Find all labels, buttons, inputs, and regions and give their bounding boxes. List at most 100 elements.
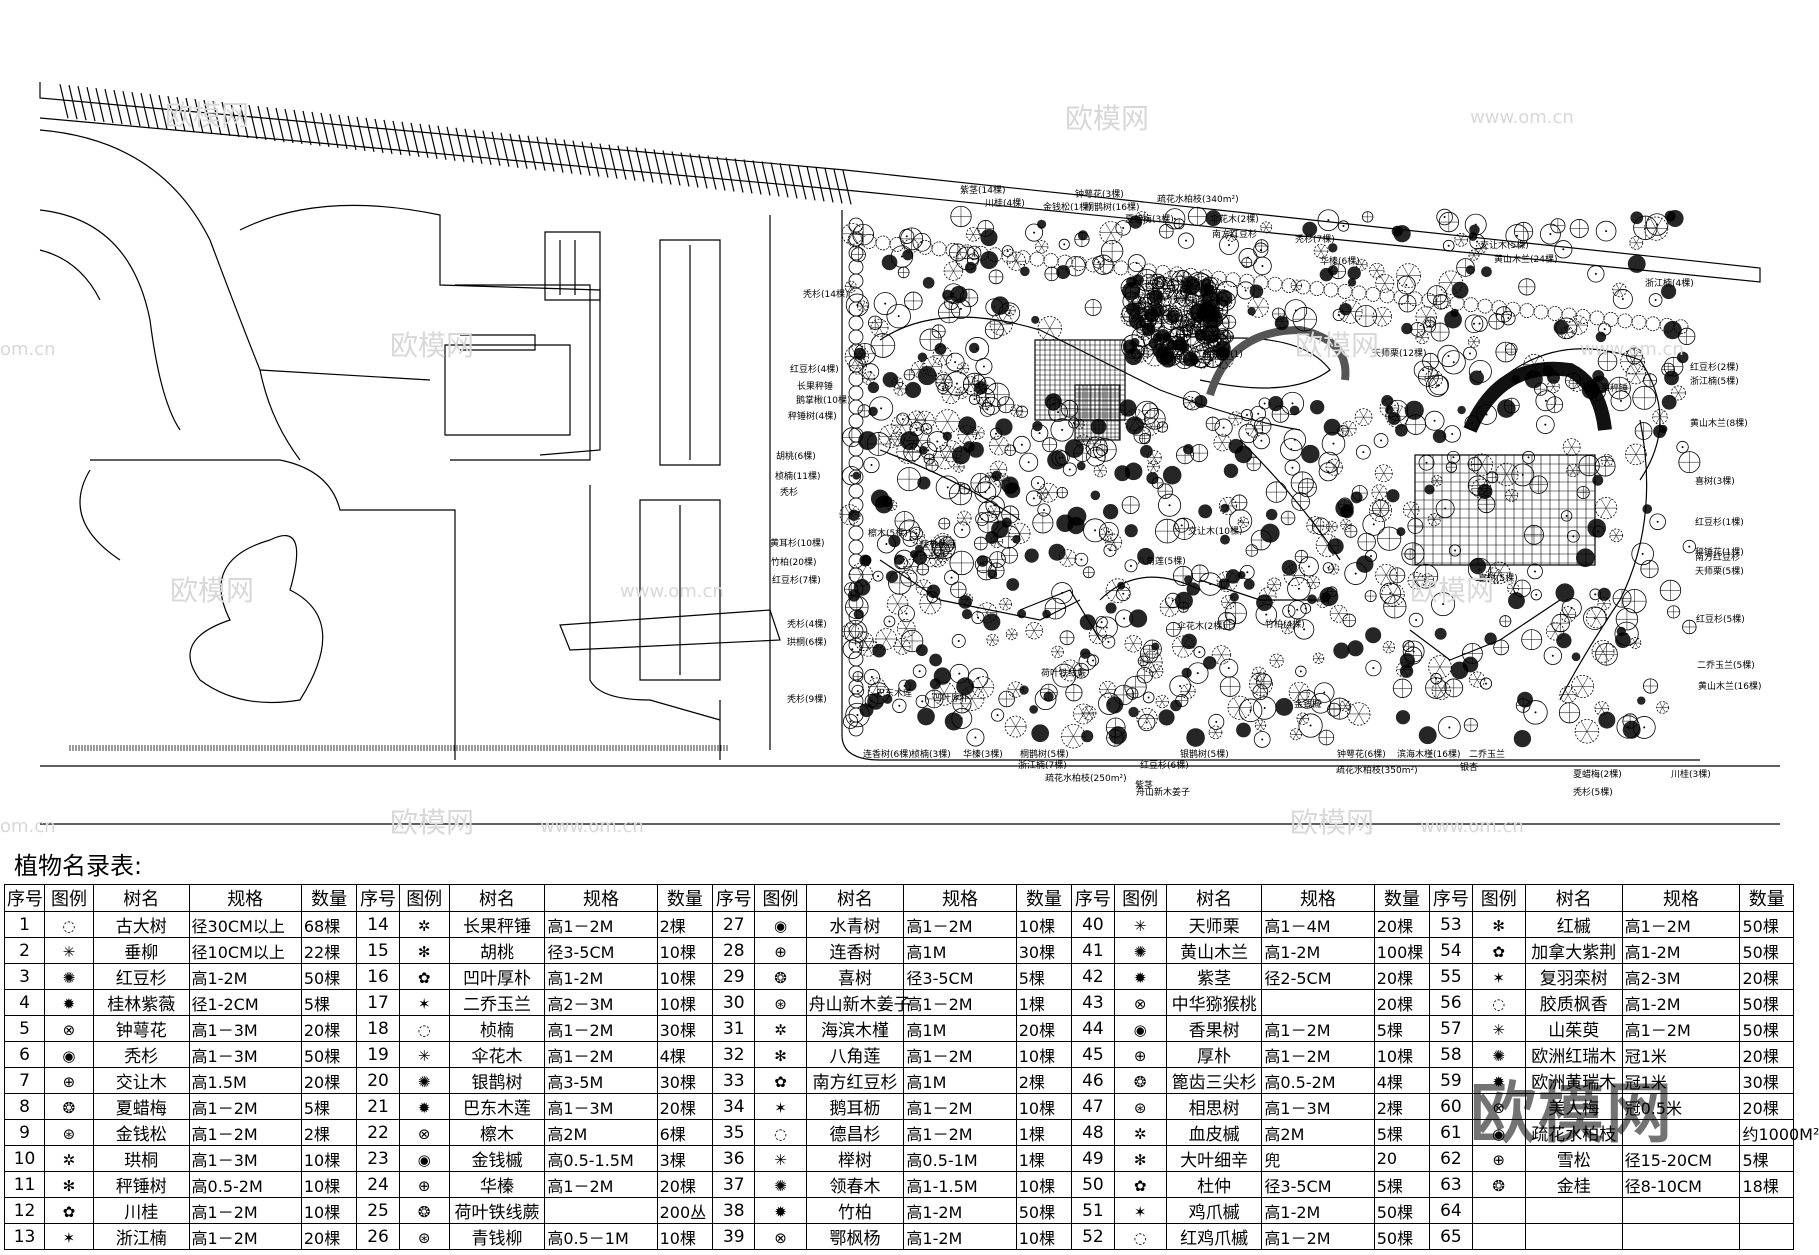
tree-symbol: [1355, 444, 1371, 460]
tree-symbol: [1373, 433, 1389, 448]
tree-symbol: [1255, 603, 1278, 626]
tree-symbol: [1517, 691, 1533, 708]
tree-symbol: [1444, 310, 1462, 329]
tree-symbol: [1328, 697, 1351, 720]
tree-symbol: [1627, 254, 1646, 273]
legend-cell: ✿: [398, 963, 450, 990]
tree-symbol: [1106, 696, 1124, 714]
tree-symbol: [1427, 513, 1441, 527]
tree-symbol: [1480, 677, 1493, 690]
tree-symbol: [848, 385, 864, 401]
tree-symbol: [1620, 349, 1645, 375]
tree-symbol: [1491, 300, 1507, 316]
legend-cell: ✳: [754, 1145, 807, 1172]
tree-legend-icon: ⊗: [1133, 994, 1147, 1013]
tree-symbol: [1031, 315, 1040, 324]
tree-symbol: [1321, 592, 1331, 602]
tree-symbol: [848, 231, 864, 247]
tree-symbol: [1098, 521, 1119, 542]
tree-symbol: [848, 441, 864, 457]
tree-symbol: [1280, 510, 1296, 526]
spec-cell: 径8-10CM: [1621, 1171, 1741, 1198]
legend-cell: ✺: [754, 1171, 807, 1198]
tree-name-cell: 黄山木兰: [1165, 937, 1263, 964]
tree-symbol: [922, 276, 935, 289]
tree-symbol: [1381, 583, 1405, 607]
tree-symbol: [1670, 385, 1686, 401]
tree-symbol: [1375, 273, 1395, 293]
serial-cell: 61: [1429, 1119, 1473, 1146]
serial-cell: 41: [1071, 937, 1115, 964]
tree-name-cell: 香果树: [1165, 1015, 1263, 1042]
tree-symbol: [1068, 417, 1080, 429]
tree-symbol: [854, 631, 874, 652]
tree-symbol: [949, 663, 970, 684]
tree-symbol: [1128, 609, 1148, 628]
tree-symbol: [1377, 526, 1402, 551]
tree-symbol: [1001, 517, 1012, 528]
tree-symbol: [1673, 319, 1689, 335]
tree-symbol: [1661, 394, 1677, 410]
plan-label: 钟萼花(3棵): [1075, 188, 1124, 200]
tree-symbol: [935, 374, 953, 392]
tree-symbol: [1326, 520, 1338, 533]
tree-symbol: [1521, 629, 1543, 651]
tree-symbol: [1124, 524, 1138, 538]
tree-symbol: [1347, 278, 1357, 287]
tree-symbol: [1292, 306, 1317, 332]
header-cell-no: 序号: [1429, 884, 1473, 912]
tree-name-cell: 钟萼花: [92, 1015, 190, 1042]
tree-symbol: [949, 482, 973, 506]
tree-symbol: [898, 679, 911, 693]
tree-symbol: [886, 593, 909, 615]
tree-name-cell: 垂柳: [92, 937, 190, 964]
tree-symbol: [908, 429, 931, 452]
legend-cell: ◉: [398, 1145, 450, 1172]
tree-symbol: [1137, 655, 1149, 667]
spec-cell: 径3-5CM: [1261, 1171, 1375, 1198]
tree-symbol: [1105, 578, 1131, 603]
tree-symbol: [1637, 696, 1646, 705]
tree-symbol: [1298, 713, 1323, 738]
tree-name-cell: 凹叶厚朴: [448, 963, 546, 990]
plan-label: 鹅掌楸(10棵): [796, 394, 850, 406]
tree-symbol: [980, 251, 999, 270]
watermark-text: 欧模网: [390, 329, 474, 362]
tree-name-cell: 八角莲: [805, 1041, 905, 1068]
tree-symbol: [1024, 548, 1039, 563]
tree-symbol: [1597, 351, 1618, 372]
tree-symbol: [848, 497, 864, 513]
tree-name-cell: 复羽栾树: [1524, 963, 1623, 990]
quantity-cell: 5棵: [1739, 1145, 1794, 1172]
tree-symbol: [1469, 671, 1486, 688]
tree-symbol: [1612, 289, 1633, 310]
tree-symbol: [1682, 539, 1696, 554]
tree-symbol: [1197, 269, 1213, 285]
tree-symbol: [1152, 277, 1164, 290]
plan-label: 疏花水柏枝(250m²): [1045, 772, 1127, 784]
spec-cell: 高1－3M: [188, 1015, 302, 1042]
tree-symbol: [938, 301, 961, 324]
tree-symbol: [900, 569, 918, 587]
plan-label: 金钱槭: [1294, 698, 1321, 710]
tree-name-cell: 山茱萸: [1524, 1015, 1623, 1042]
tree-symbol: [1093, 464, 1107, 478]
serial-cell: 64: [1429, 1197, 1473, 1224]
tree-symbol: [1546, 622, 1565, 641]
spec-cell: 高1-2M: [1621, 989, 1741, 1016]
tree-symbol: [1344, 524, 1358, 538]
tree-symbol: [1191, 564, 1209, 583]
tree-symbol: [1058, 238, 1070, 250]
tree-symbol: [1642, 678, 1659, 694]
tree-symbol: [896, 618, 916, 638]
tree-name-cell: 伞花木: [448, 1041, 546, 1068]
tree-symbol: [915, 694, 929, 709]
tree-legend-icon: ✿: [1133, 1176, 1147, 1195]
tree-symbol: [1457, 405, 1466, 415]
tree-symbol: [1205, 416, 1220, 431]
tree-symbol: [943, 261, 964, 281]
tree-symbol: [1313, 243, 1329, 259]
legend-cell: ◌: [1113, 1223, 1167, 1250]
